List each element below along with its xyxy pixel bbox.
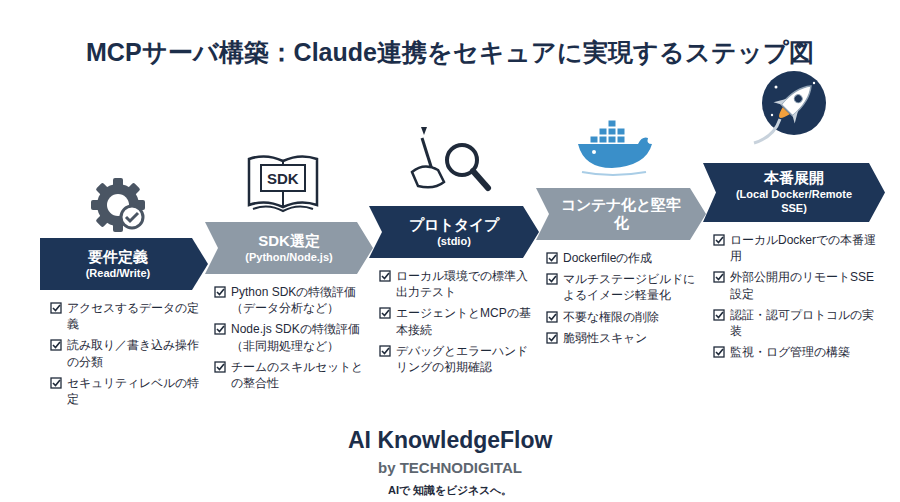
checklist-text: Python SDKの特徴評価（データ分析など） — [231, 284, 366, 316]
checklist-item: Python SDKの特徴評価（データ分析など） — [214, 284, 366, 316]
brand-tagline: AIで 知識をビジネスへ。 — [388, 483, 512, 498]
checklist-text: デバッグとエラーハンドリングの初期確認 — [396, 343, 535, 375]
checklist-column: ローカル環境での標準入出力テストエージェントとMCPの基本接続デバッグとエラーハ… — [379, 268, 535, 380]
checklist-item: チームのスキルセットとの整合性 — [214, 359, 366, 391]
checkbox-icon — [50, 339, 62, 351]
checklist-item: 認証・認可プロトコルの実装 — [713, 307, 883, 339]
checklist-item: 読み取り／書き込み操作の分類 — [50, 337, 206, 369]
checklist-item: 脆弱性スキャン — [546, 330, 702, 346]
checklist-item: 外部公開用のリモートSSE設定 — [713, 269, 883, 301]
chevron-fill — [703, 163, 885, 222]
checklist-item: 監視・ログ管理の構築 — [713, 344, 883, 360]
checklist-column: Python SDKの特徴評価（データ分析など） Node.js SDKの特徴評価… — [214, 284, 366, 396]
brand-company: by TECHNODIGITAL — [378, 459, 522, 476]
chevron-fill — [205, 222, 373, 274]
step-chevron: 本番展開(Local Docker/Remote SSE) — [703, 163, 885, 222]
checklist-text: 脆弱性スキャン — [563, 330, 647, 346]
checkbox-icon — [546, 311, 558, 323]
brand-name: AI KnowledgeFlow — [348, 427, 552, 454]
checklist-item: セキュリティレベルの特定 — [50, 375, 206, 407]
checkbox-icon — [546, 273, 558, 285]
checklist-text: ローカルDockerでの本番運用 — [730, 232, 883, 264]
book-label: SDK — [267, 170, 299, 187]
checklist-item: Node.js SDKの特徴評価（非同期処理など） — [214, 321, 366, 353]
chevron-fill — [40, 238, 208, 290]
checklist-text: ローカル環境での標準入出力テスト — [396, 268, 535, 300]
step-chevron: SDK選定(Python/Node.js) — [205, 222, 373, 274]
checkbox-icon — [214, 323, 226, 335]
checkbox-icon — [214, 361, 226, 373]
chevron-fill — [369, 206, 539, 258]
checkbox-icon — [713, 271, 725, 283]
checklist-column: Dockerfileの作成マルチステージビルドによるイメージ軽量化不要な権限の削… — [546, 250, 702, 351]
checklist-text: 不要な権限の削除 — [563, 309, 659, 325]
checkbox-icon — [546, 332, 558, 344]
checklist-text: チームのスキルセットとの整合性 — [231, 359, 366, 391]
step-subtitle: (Python/Node.js) — [245, 251, 332, 265]
checkbox-icon — [713, 234, 725, 246]
checklist-text: Dockerfileの作成 — [563, 250, 652, 266]
checkbox-icon — [713, 346, 725, 358]
checklist-text: マルチステージビルドによるイメージ軽量化 — [563, 271, 702, 303]
step-heading: 本番展開 — [764, 169, 824, 187]
checklist-text: 監視・ログ管理の構築 — [730, 344, 850, 360]
book-icon — [249, 156, 317, 211]
checkbox-icon — [50, 377, 62, 389]
docker-whale-icon — [578, 120, 652, 175]
checklist-column: ローカルDockerでの本番運用外部公開用のリモートSSE設定認証・認可プロトコ… — [713, 232, 883, 365]
checklist-item: 不要な権限の削除 — [546, 309, 702, 325]
checklist-text: セキュリティレベルの特定 — [67, 375, 206, 407]
magnifier-icon — [412, 127, 488, 188]
checklist-item: デバッグとエラーハンドリングの初期確認 — [379, 343, 535, 375]
step-subtitle: (Read/Write) — [86, 267, 151, 281]
checkbox-icon — [546, 252, 558, 264]
checklist-item: ローカル環境での標準入出力テスト — [379, 268, 535, 300]
chevron-fill — [536, 188, 706, 240]
checkbox-icon — [50, 302, 62, 314]
step-heading: 要件定義 — [88, 248, 148, 266]
step-subtitle: (stdio) — [437, 235, 471, 249]
step-heading: コンテナ化と堅牢化 — [560, 196, 682, 232]
checkbox-icon — [713, 309, 725, 321]
checklist-item: Dockerfileの作成 — [546, 250, 702, 266]
checklist-text: エージェントとMCPの基本接続 — [396, 305, 535, 337]
checklist-item: ローカルDockerでの本番運用 — [713, 232, 883, 264]
checklist-column: アクセスするデータの定義読み取り／書き込み操作の分類セキュリティレベルの特定 — [50, 300, 206, 412]
step-chevron: コンテナ化と堅牢化 — [536, 188, 706, 240]
diagram-title: MCPサーバ構築：Claude連携をセキュアに実現するステップ図 — [0, 36, 900, 69]
step-chevron: プロトタイプ(stdio) — [369, 206, 539, 258]
checklist-item: マルチステージビルドによるイメージ軽量化 — [546, 271, 702, 303]
checkbox-icon — [379, 307, 391, 319]
gear-icon — [91, 178, 145, 232]
checkbox-icon — [379, 270, 391, 282]
rocket-icon — [754, 71, 826, 143]
checklist-text: アクセスするデータの定義 — [67, 300, 206, 332]
checklist-item: エージェントとMCPの基本接続 — [379, 305, 535, 337]
step-chevron: 要件定義(Read/Write) — [40, 238, 208, 290]
checklist-text: 読み取り／書き込み操作の分類 — [67, 337, 206, 369]
checklist-text: 認証・認可プロトコルの実装 — [730, 307, 883, 339]
checklist-text: 外部公開用のリモートSSE設定 — [730, 269, 883, 301]
step-subtitle: (Local Docker/Remote SSE) — [727, 188, 861, 216]
checkbox-icon — [214, 286, 226, 298]
step-heading: SDK選定 — [258, 232, 320, 250]
checkbox-icon — [379, 345, 391, 357]
checklist-text: Node.js SDKの特徴評価（非同期処理など） — [231, 321, 366, 353]
checklist-item: アクセスするデータの定義 — [50, 300, 206, 332]
step-heading: プロトタイプ — [409, 216, 499, 234]
